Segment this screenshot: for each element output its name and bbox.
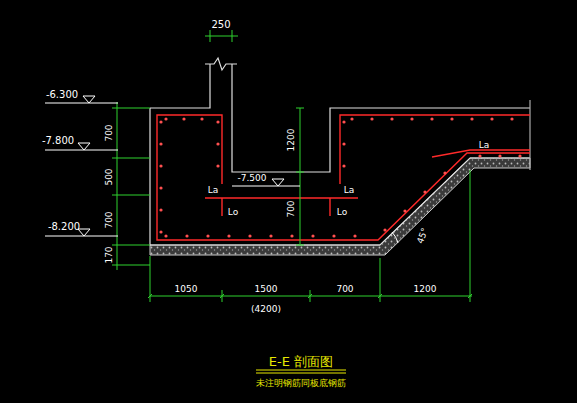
rebar-dot [159, 230, 162, 233]
rebar-dot [159, 142, 162, 145]
drawing-label: 170 [105, 246, 114, 263]
drawing-label: -7.500 [237, 174, 266, 183]
drawing-label: 250 [211, 20, 230, 30]
rebar-dot [370, 117, 373, 120]
drawing-label: (4200) [251, 305, 281, 314]
drawing-label: 700 [336, 285, 353, 294]
drawing-label: 700 [105, 211, 114, 228]
rebar-dot [450, 117, 453, 120]
rebar-dot [332, 234, 335, 237]
rebar-dot [390, 117, 393, 120]
rebar-dot [478, 154, 481, 157]
drawing-label: 700 [287, 200, 296, 217]
rebar-dot [227, 234, 230, 237]
drawing-label: Lo [337, 208, 347, 217]
rebar-dot [200, 117, 203, 120]
rebar-dot [216, 120, 219, 123]
drawing-label: Lo [228, 208, 238, 217]
rebar-dot [342, 120, 345, 123]
concrete-outline [150, 58, 530, 245]
rebar-dot [185, 234, 188, 237]
rebar-dot [383, 228, 386, 231]
rebar-dot [498, 154, 501, 157]
rebar-dot [216, 164, 219, 167]
rebar-dot [159, 186, 162, 189]
rebar-dot [353, 234, 356, 237]
rebar-dot [430, 117, 433, 120]
drawing-label: 45° [416, 227, 430, 245]
rebar-dot [490, 117, 493, 120]
drawing-label: -7.800 [42, 136, 74, 146]
elevation-markers [45, 96, 398, 243]
caption-underline [256, 370, 346, 373]
rebar [157, 115, 530, 240]
drawing-label: 1200 [287, 129, 296, 152]
rebar-dot [350, 117, 353, 120]
dimension-lines [112, 30, 472, 302]
rebar-dot [269, 234, 272, 237]
rebar-dot [311, 234, 314, 237]
drawing-label: 1500 [255, 285, 278, 294]
rebar-dots [159, 117, 521, 237]
drawing-label: 未注明钢筋同板底钢筋 [256, 379, 346, 388]
rebar-dot [159, 120, 162, 123]
drawing-label: 700 [105, 124, 114, 141]
drawing-caption: E-E 剖面图 [269, 355, 333, 368]
rebar-dot [423, 190, 426, 193]
rebar-dot [410, 117, 413, 120]
rebar-dot [518, 154, 521, 157]
rebar-dot [443, 171, 446, 174]
drawing-label: 1200 [414, 285, 437, 294]
rebar-dot [290, 234, 293, 237]
rebar-dot [182, 117, 185, 120]
rebar-dot [206, 234, 209, 237]
rebar-dot [342, 164, 345, 167]
rebar-dot [248, 234, 251, 237]
rebar-dot [164, 234, 167, 237]
rebar-dot [470, 117, 473, 120]
rebar-dot [216, 142, 219, 145]
rebar-dot [164, 117, 167, 120]
drawing-label: 500 [105, 168, 114, 185]
drawing-label: -6.300 [46, 90, 78, 100]
rebar-dot [342, 142, 345, 145]
rebar-dot [403, 209, 406, 212]
drawing-label: 1050 [175, 285, 198, 294]
rebar-dot [159, 164, 162, 167]
drawing-label: La [344, 186, 355, 195]
drawing-label: La [208, 186, 219, 195]
drawing-label: -8.200 [48, 222, 80, 232]
rebar-dot [510, 117, 513, 120]
drawing-label: La [479, 141, 490, 150]
rebar-dot [159, 208, 162, 211]
